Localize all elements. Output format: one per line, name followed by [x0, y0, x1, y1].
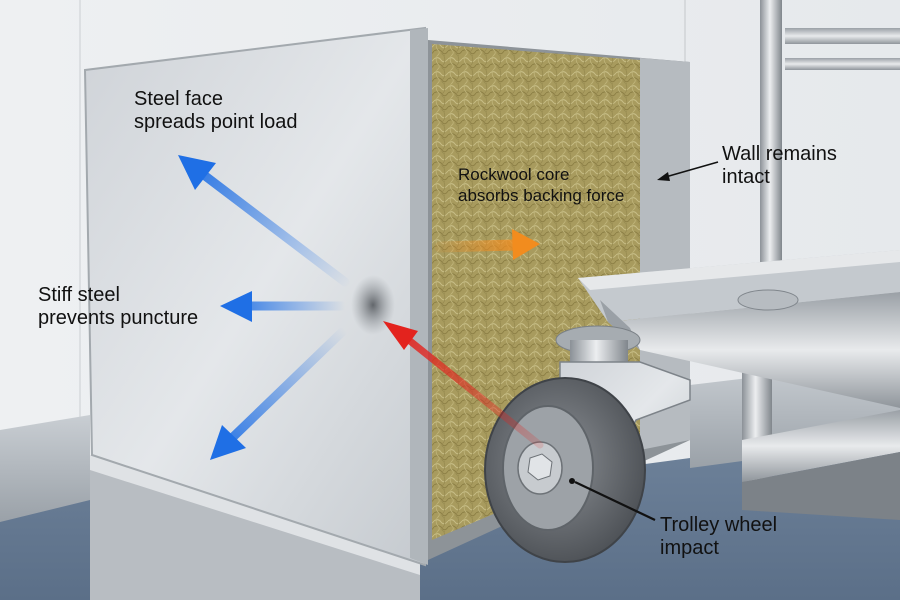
trolley-impact-label: Trolley wheel impact	[660, 514, 777, 560]
steel-face-label: Steel face spreads point load	[134, 88, 297, 134]
rockwool-core-label: Rockwool core absorbs backing force	[458, 164, 624, 206]
wall-intact-label: Wall remains intact	[722, 143, 837, 189]
stiff-steel-label: Stiff steel prevents puncture	[38, 284, 198, 330]
